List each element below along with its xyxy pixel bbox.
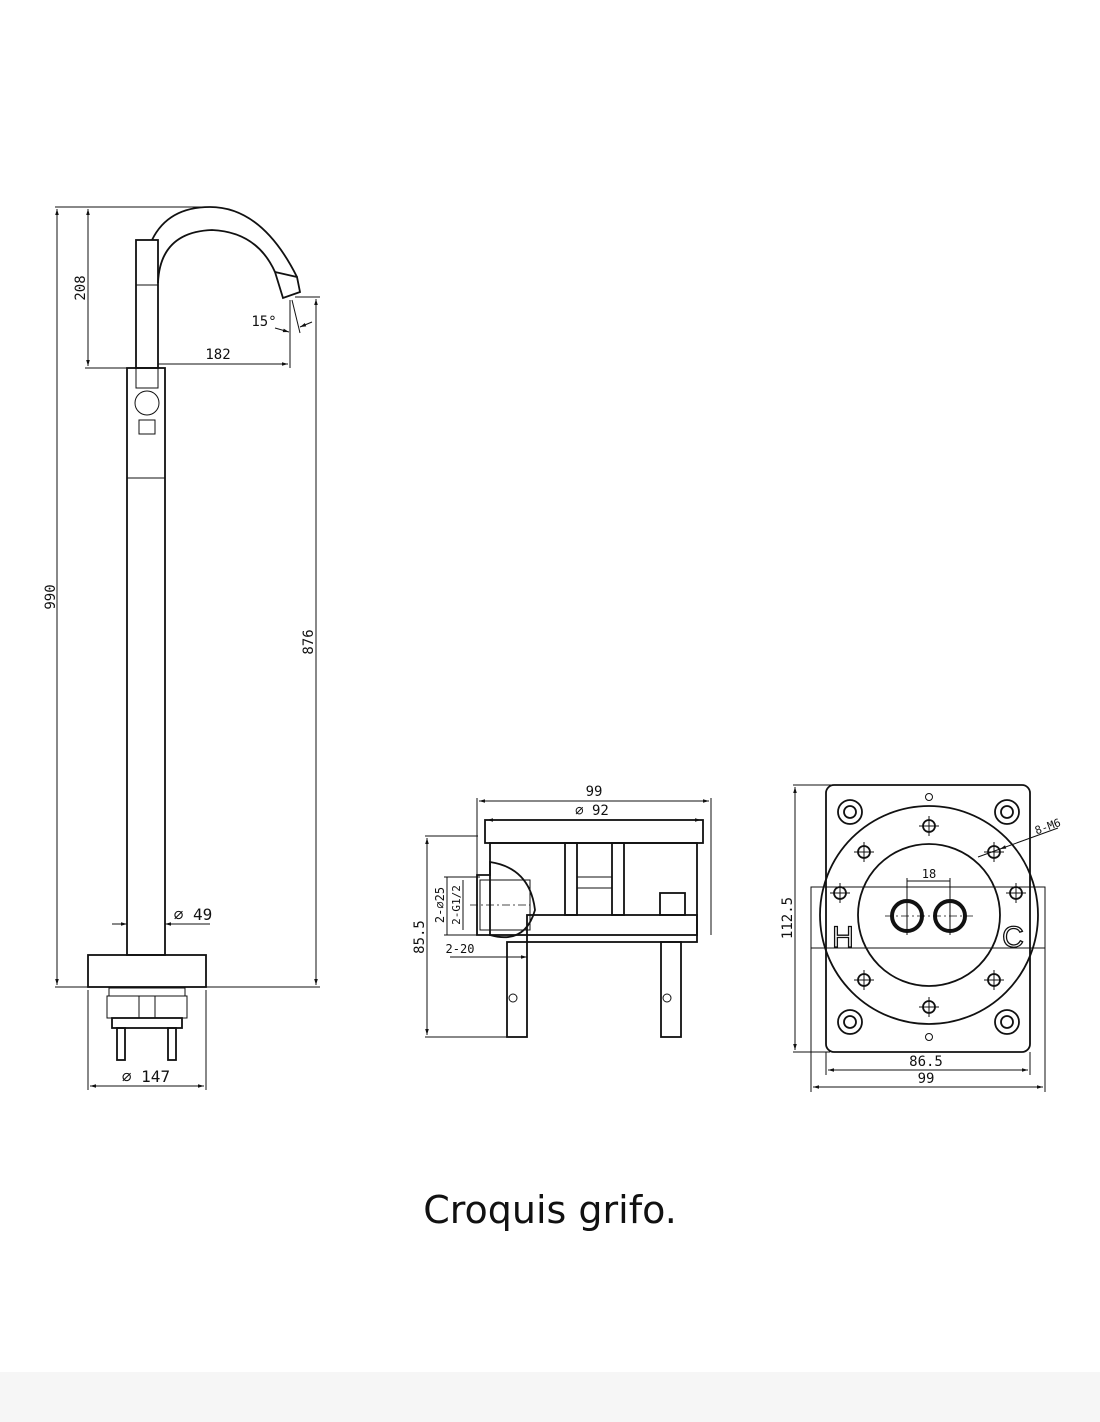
corner-bolts xyxy=(837,799,1020,1035)
dim-angle: 15° xyxy=(251,314,276,330)
dim-outlet-height: 876 xyxy=(301,629,317,654)
column xyxy=(126,367,166,956)
dim-spout-height: 208 xyxy=(73,275,89,300)
threaded-inlet xyxy=(476,860,536,939)
dim-height: 85.5 xyxy=(412,920,428,954)
caption: Croquis grifo. xyxy=(423,1188,677,1232)
dim-depth: 2-20 xyxy=(446,942,475,956)
mounting-side-view: 99 ∅ 92 85.5 2-∅25 2-G1/2 2-20 xyxy=(412,784,712,1038)
footer-strip xyxy=(0,1372,1100,1422)
spout-body xyxy=(135,239,159,369)
base xyxy=(87,954,207,988)
dim-inlet-diameter: 2-∅25 xyxy=(433,887,447,923)
dim-inner-width: 86.5 xyxy=(909,1054,943,1070)
label-cold: C xyxy=(1002,921,1024,954)
dim-plate-diameter: ∅ 92 xyxy=(575,803,609,819)
nut xyxy=(659,892,686,916)
dim-spout-reach: 182 xyxy=(205,347,230,363)
dim-column-diameter: ∅ 49 xyxy=(174,905,213,924)
dim-height-top: 112.5 xyxy=(780,897,796,939)
dim-total-height: 990 xyxy=(43,584,59,609)
aerator xyxy=(273,270,302,300)
dim-thread: 2-G1/2 xyxy=(450,885,463,925)
faucet-side-view: 990 208 876 182 15° ∅ 49 ∅ 147 xyxy=(43,206,320,1090)
label-hot: H xyxy=(832,921,854,954)
spout-inner xyxy=(157,229,276,284)
dim-screws: 8-M6 xyxy=(1033,816,1062,837)
mounting-plate xyxy=(484,819,704,844)
dim-base-diameter: ∅ 147 xyxy=(122,1067,170,1086)
pin-right xyxy=(660,941,682,1038)
dim-width-top: 99 xyxy=(918,1071,935,1087)
pin-left xyxy=(506,941,528,1038)
mounting-top-view: 18 H C 8-M6 112.5 86.5 99 xyxy=(780,784,1062,1092)
lever-knob xyxy=(134,390,160,416)
dim-hole-spacing: 18 xyxy=(922,867,936,881)
dim-width: 99 xyxy=(586,784,603,800)
screw-holes xyxy=(830,816,1026,1017)
spout-outer xyxy=(151,206,298,278)
mounting-plate-top xyxy=(825,784,1031,1053)
